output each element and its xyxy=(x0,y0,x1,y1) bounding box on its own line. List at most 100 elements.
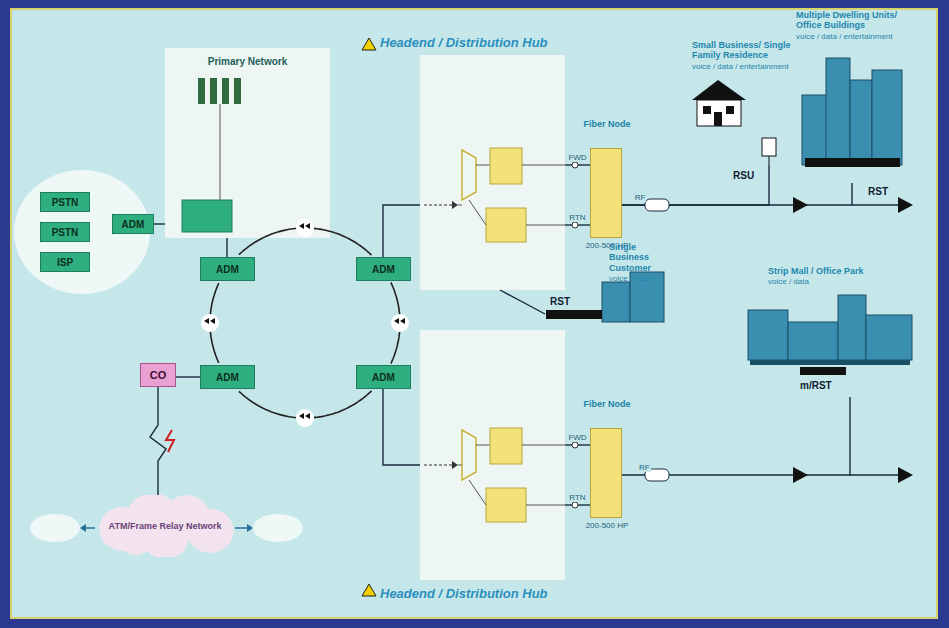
node-title: ISP xyxy=(57,257,73,268)
headend-equipment xyxy=(526,505,565,506)
headend-equipment xyxy=(452,461,458,469)
primary-panel xyxy=(182,200,232,232)
adm-box: ADM xyxy=(356,365,411,389)
adm-box: ADM xyxy=(200,257,255,281)
fiber-connectors xyxy=(572,442,578,448)
strip-mall-illustration xyxy=(866,315,912,360)
node-title: Fiber Node xyxy=(575,119,639,129)
house-illustration xyxy=(697,100,741,126)
customer-group: Small Business/ Single Family Residencev… xyxy=(688,40,808,165)
strip-mall-illustration xyxy=(748,295,912,375)
headend-equipment xyxy=(522,445,565,446)
node-title: ATM/Frame Relay Network xyxy=(109,521,222,531)
ring-arrows xyxy=(299,223,304,229)
customer-group: Multiple Dwelling Units/ Office Building… xyxy=(792,8,922,183)
ring-arrows xyxy=(204,318,209,324)
node-title: Primary Network xyxy=(208,56,287,67)
office-towers-illustration xyxy=(805,158,900,167)
headend-panels xyxy=(362,38,565,596)
link-label: RTN xyxy=(568,214,586,222)
office-towers-illustration xyxy=(802,58,902,167)
customer-group: Single Business Customervoice / data xyxy=(545,238,670,328)
headend-panel: Headend / Distribution Hub xyxy=(420,55,565,290)
primary-panel xyxy=(220,104,221,200)
amplifier-symbols xyxy=(793,197,913,483)
node-title: ADM xyxy=(216,372,239,383)
ring-markers xyxy=(296,219,314,237)
adm-box: ADM xyxy=(112,214,154,234)
link-line xyxy=(500,290,545,314)
office-towers-illustration xyxy=(850,80,872,165)
link-line xyxy=(383,205,420,257)
headend-panels xyxy=(362,584,376,596)
headend-equipment xyxy=(458,465,462,466)
strip-mall-illustration xyxy=(748,310,788,360)
node-title: Fiber Node xyxy=(575,399,639,409)
link-label: FWD xyxy=(567,154,587,162)
service-box: PSTN xyxy=(40,192,90,212)
fiber-connectors xyxy=(572,162,578,168)
device-label: RST xyxy=(868,186,888,197)
atm-network-ovals xyxy=(30,514,80,542)
node-subtitle: voice / data / entertainment xyxy=(692,62,789,72)
link-line xyxy=(176,376,200,377)
office-towers-illustration xyxy=(826,58,850,165)
house-illustration xyxy=(726,106,734,114)
fiber-node: Fiber Node200-500 HP xyxy=(590,428,622,518)
node-title: PSTN xyxy=(52,197,79,208)
service-box: PSTN xyxy=(40,222,90,242)
house-illustration xyxy=(714,112,722,126)
office-towers-illustration xyxy=(802,95,828,165)
ring-arrows xyxy=(400,318,405,324)
coax-extension xyxy=(852,204,898,206)
headend-equipment xyxy=(424,465,452,466)
headend-equipment xyxy=(526,225,565,226)
strip-mall-illustration xyxy=(838,295,866,360)
ring-arrows xyxy=(394,318,399,324)
atm-network-ovals xyxy=(235,527,248,529)
primary-panel xyxy=(165,48,330,238)
single-business-illustration xyxy=(546,310,602,319)
link-label: RTN xyxy=(568,494,586,502)
office-towers-illustration xyxy=(872,70,902,165)
node-title: Strip Mall / Office Park xyxy=(768,266,864,276)
link-label: RF xyxy=(638,464,651,472)
headend-equipment xyxy=(469,480,486,505)
primary-panel xyxy=(198,78,205,104)
headend-equipment xyxy=(490,428,522,464)
headend-equipment xyxy=(476,445,490,446)
frame xyxy=(11,9,937,618)
house-illustration xyxy=(692,80,746,100)
fiber-connectors xyxy=(572,502,578,508)
node-title: PSTN xyxy=(52,227,79,238)
headend-equipment xyxy=(469,200,486,225)
atm-network-ovals xyxy=(80,524,86,532)
node-subtitle: voice / data xyxy=(768,277,809,287)
ring-arrows xyxy=(204,223,405,419)
node-title: ADM xyxy=(216,264,239,275)
node-subtitle: voice / data / entertainment xyxy=(796,32,893,42)
primary-panel xyxy=(222,78,229,104)
coax-extension xyxy=(850,474,898,476)
link-line xyxy=(622,397,850,475)
headend-panel: Headend / Distribution Hub xyxy=(420,330,565,580)
headend-equipment xyxy=(490,148,522,184)
headend-panels xyxy=(420,55,565,290)
node-title: ADM xyxy=(372,264,395,275)
strip-mall-illustration xyxy=(800,367,846,375)
lightning-symbol xyxy=(166,430,174,452)
amplifier-symbols xyxy=(793,467,808,483)
headend-equipment xyxy=(486,488,526,522)
primary-panel xyxy=(165,48,330,238)
primary-panel xyxy=(234,78,241,104)
network-panel: Primary Network xyxy=(165,48,330,238)
link-label: FWD xyxy=(567,434,587,442)
atm-network-ovals xyxy=(253,514,303,542)
amplifier-symbols xyxy=(793,197,808,213)
headend-equipment xyxy=(462,150,476,200)
node-title: Headend / Distribution Hub xyxy=(380,35,548,50)
service-box: ISP xyxy=(40,252,90,272)
